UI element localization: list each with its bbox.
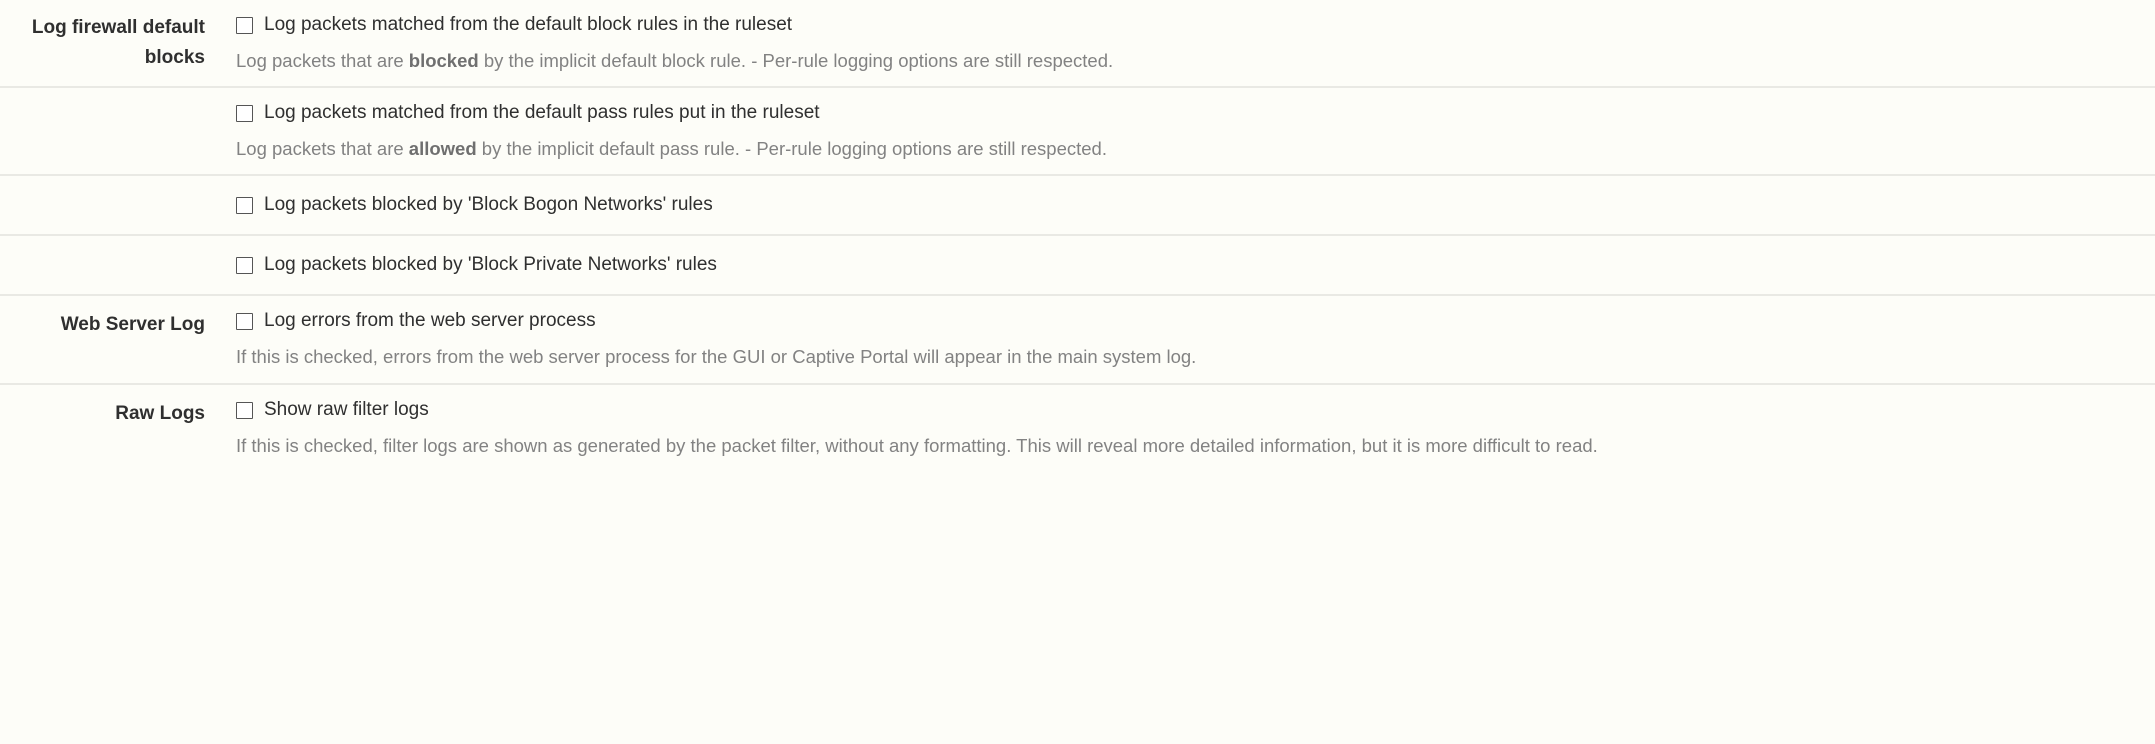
form-row: Log packets blocked by 'Block Bogon Netw… [0, 176, 2155, 236]
checkbox-unchecked-icon[interactable] [236, 104, 253, 122]
checkbox-row[interactable]: Log packets matched from the default blo… [236, 12, 2135, 38]
description-text: If this is checked, errors from the web … [236, 346, 1197, 367]
description-emphasis: blocked [408, 50, 479, 71]
row-label: Web Server Log [60, 314, 205, 335]
description-text: by the implicit default block rule. - Pe… [478, 50, 1114, 71]
checkbox-unchecked-icon[interactable] [236, 196, 253, 214]
checkbox-row[interactable]: Log packets blocked by 'Block Private Ne… [236, 252, 2135, 278]
row-label: Raw Logs [115, 403, 205, 424]
description-emphasis: allowed [408, 138, 477, 159]
row-description: If this is checked, errors from the web … [236, 342, 2056, 371]
row-content: Show raw filter logs If this is checked, … [205, 385, 2155, 472]
description-text: Log packets that are [236, 50, 409, 71]
checkbox-unchecked-icon[interactable] [236, 312, 253, 330]
row-content: Log packets matched from the default blo… [205, 0, 2155, 86]
description-text: If this is checked, filter logs are show… [236, 435, 1598, 456]
row-label [0, 236, 205, 250]
row-content: Log packets blocked by 'Block Bogon Netw… [205, 176, 2155, 234]
checkbox-label[interactable]: Log packets blocked by 'Block Private Ne… [264, 254, 717, 275]
row-label: Log firewall default blocks [31, 17, 205, 68]
row-content: Log packets matched from the default pas… [205, 88, 2155, 174]
form-row: Raw Logs Show raw filter logs If this is c… [0, 385, 2155, 472]
checkbox-label[interactable]: Log packets matched from the default pas… [264, 102, 820, 123]
checkbox-unchecked-icon[interactable] [236, 256, 253, 274]
checkbox-row[interactable]: Log errors from the web server process [236, 308, 2135, 334]
checkbox-label[interactable]: Log errors from the web server process [264, 310, 596, 331]
form-row: Log firewall default blocks Log packets m… [0, 0, 2155, 88]
description-text: by the implicit default pass rule. - Per… [476, 138, 1107, 159]
checkbox-unchecked-icon[interactable] [236, 16, 253, 34]
row-label [0, 176, 205, 190]
row-label [0, 88, 205, 102]
checkbox-label[interactable]: Show raw filter logs [264, 399, 429, 420]
description-text: Log packets that are [236, 138, 409, 159]
row-description: Log packets that are blocked by the impl… [236, 46, 2056, 75]
form-row: Log packets blocked by 'Block Private Ne… [0, 236, 2155, 296]
row-description: If this is checked, filter logs are show… [236, 431, 2056, 460]
checkbox-row[interactable]: Log packets matched from the default pas… [236, 100, 2135, 126]
checkbox-unchecked-icon[interactable] [236, 401, 253, 419]
row-content: Log packets blocked by 'Block Private Ne… [205, 236, 2155, 294]
checkbox-label[interactable]: Log packets matched from the default blo… [264, 14, 793, 35]
form-row: Log packets matched from the default pas… [0, 88, 2155, 176]
checkbox-row[interactable]: Show raw filter logs [236, 397, 2135, 423]
checkbox-label[interactable]: Log packets blocked by 'Block Bogon Netw… [264, 194, 713, 215]
checkbox-row[interactable]: Log packets blocked by 'Block Bogon Netw… [236, 192, 2135, 218]
row-description: Log packets that are allowed by the impl… [236, 134, 2056, 163]
